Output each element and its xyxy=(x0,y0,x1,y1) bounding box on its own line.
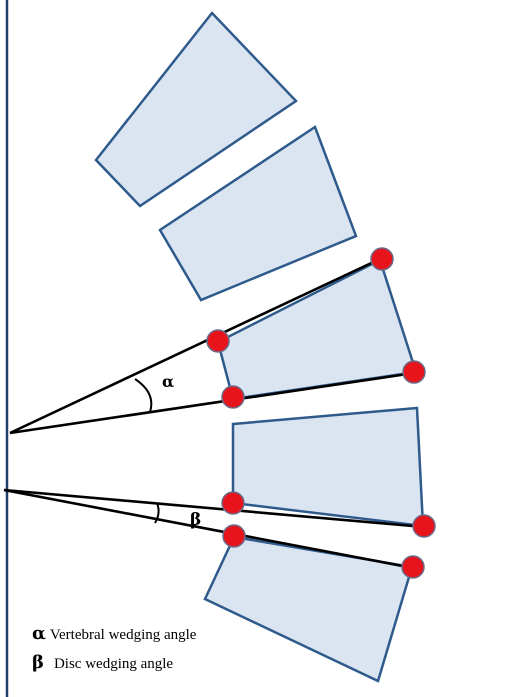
landmark-point xyxy=(221,491,245,515)
legend-alpha-label: Vertebral wedging angle xyxy=(49,627,197,643)
legend-alpha-symbol: α xyxy=(32,623,46,644)
alpha-arc xyxy=(134,378,153,413)
legend-beta-symbol: β xyxy=(32,652,44,673)
landmark-point xyxy=(370,247,394,271)
landmark-point xyxy=(401,555,425,579)
landmark-point xyxy=(206,329,230,353)
beta-upper-ray xyxy=(3,488,425,529)
landmark-point xyxy=(402,360,426,384)
vertebra-5 xyxy=(203,535,414,683)
landmark-point xyxy=(221,385,245,409)
vertebra-4 xyxy=(231,406,425,528)
landmark-point xyxy=(412,514,436,538)
legend-beta-label: Disc wedging angle xyxy=(53,656,174,672)
legend-beta: β Disc wedging angle xyxy=(32,652,173,673)
vertebra-2 xyxy=(158,125,358,302)
beta-lower-ray xyxy=(3,488,414,570)
alpha-upper-ray xyxy=(9,256,383,435)
vertebra-1 xyxy=(94,11,298,208)
landmark-point xyxy=(222,524,246,548)
alpha-symbol: α xyxy=(162,372,174,391)
legend-alpha: α Vertebral wedging angle xyxy=(32,623,196,644)
beta-symbol: β xyxy=(190,510,201,530)
alpha-lower-ray xyxy=(9,371,415,435)
beta-arc xyxy=(154,502,160,524)
